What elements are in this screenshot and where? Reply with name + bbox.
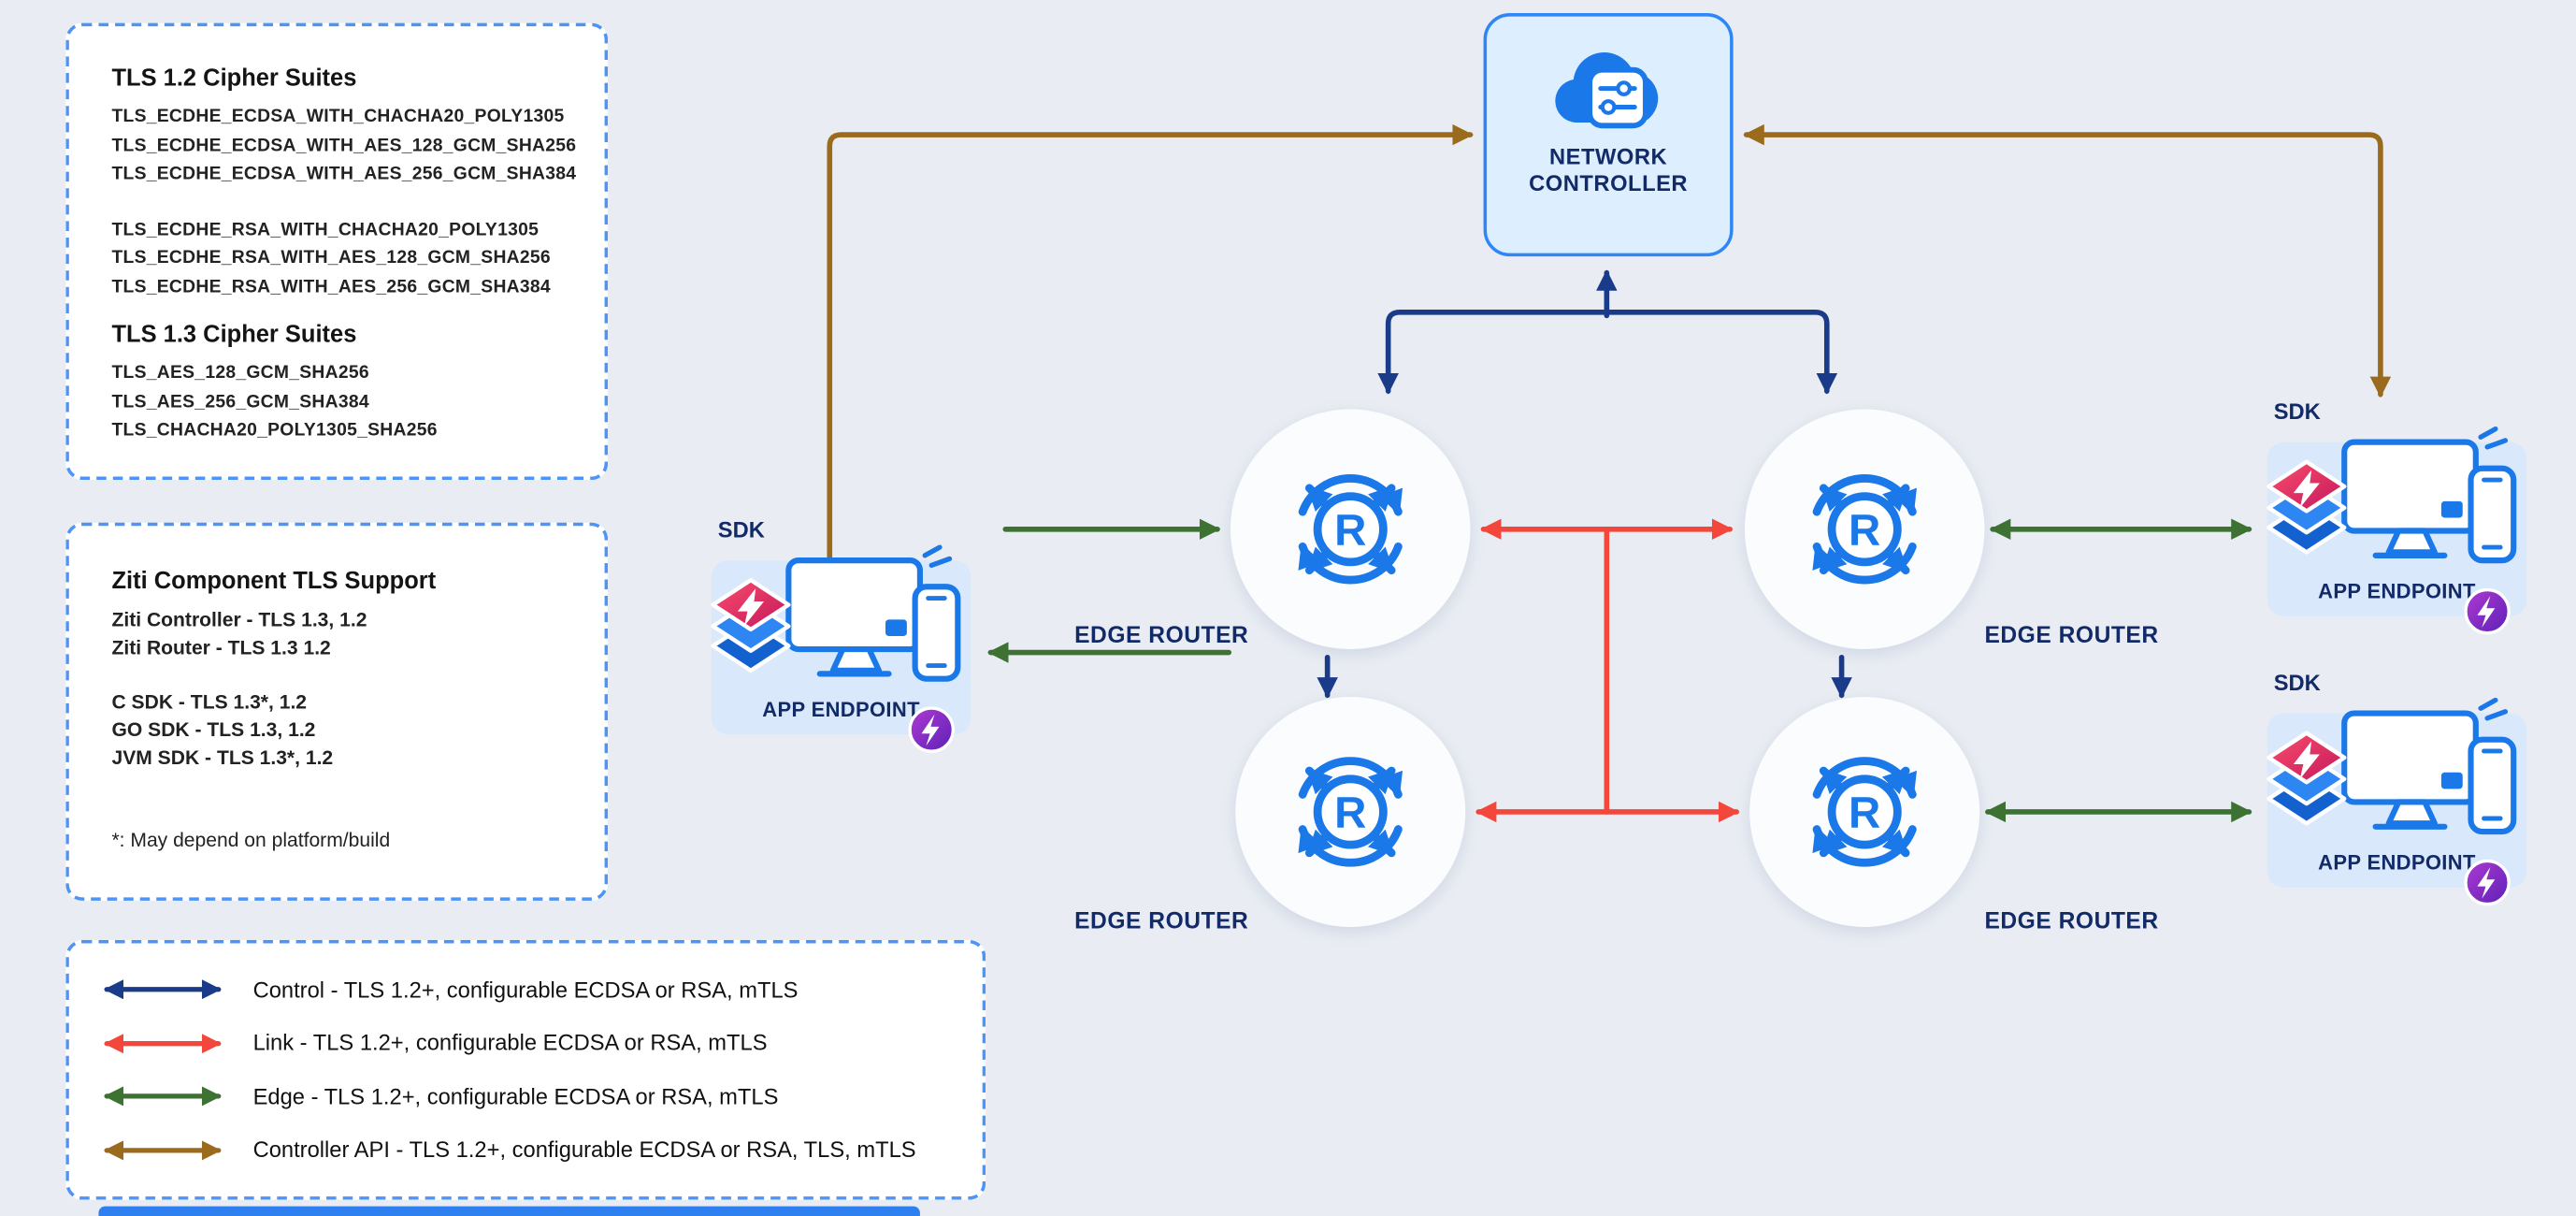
edge-router-label-top-left: EDGE ROUTER bbox=[1074, 621, 1249, 648]
edge-router-label-bottom-right: EDGE ROUTER bbox=[1984, 906, 2159, 934]
cipher-line: TLS_ECDHE_ECDSA_WITH_CHACHA20_POLY1305 bbox=[111, 107, 565, 127]
ziti-badge-icon bbox=[2464, 859, 2511, 906]
phone-icon bbox=[912, 584, 961, 682]
edge-router-bottom-left: R bbox=[1235, 696, 1466, 927]
cipher-line: TLS_AES_256_GCM_SHA384 bbox=[111, 392, 369, 413]
edge-router-label-bottom-left: EDGE ROUTER bbox=[1074, 906, 1249, 934]
legend-item-edge: Edge - TLS 1.2+, configurable ECDSA or R… bbox=[98, 1084, 953, 1109]
legend-panel: Control - TLS 1.2+, configurable ECDSA o… bbox=[65, 940, 986, 1200]
app-endpoint-label: APP ENDPOINT bbox=[2318, 851, 2476, 875]
legend-label: Link - TLS 1.2+, configurable ECDSA or R… bbox=[252, 1031, 768, 1056]
tls12-title: TLS 1.2 Cipher Suites bbox=[111, 65, 357, 93]
cipher-line: TLS_ECDHE_RSA_WITH_CHACHA20_POLY1305 bbox=[111, 219, 540, 239]
controller-api-wire-right bbox=[1743, 123, 2392, 398]
workstation-icon bbox=[2341, 426, 2517, 564]
tls12-cipher-suites-panel: TLS 1.2 Cipher Suites TLS_ECDHE_ECDSA_WI… bbox=[65, 22, 609, 481]
ziti-badge-icon bbox=[2464, 587, 2511, 635]
router-letter: R bbox=[1334, 789, 1366, 838]
component-line: C SDK - TLS 1.3*, 1.2 bbox=[111, 689, 308, 714]
component-line: JVM SDK - TLS 1.3*, 1.2 bbox=[111, 746, 334, 770]
network-controller-label: NETWORK CONTROLLER bbox=[1529, 144, 1689, 196]
cipher-line: TLS_CHACHA20_POLY1305_SHA256 bbox=[111, 420, 438, 441]
bolt-icon bbox=[2477, 596, 2496, 628]
legend-item-control: Control - TLS 1.2+, configurable ECDSA o… bbox=[98, 977, 953, 1002]
bolt-icon bbox=[921, 714, 940, 746]
edge-router-bottom-right: R bbox=[1749, 696, 1980, 927]
bolt-icon bbox=[737, 588, 765, 627]
component-line: Ziti Controller - TLS 1.3, 1.2 bbox=[111, 608, 367, 631]
edge-router-top-left: R bbox=[1230, 409, 1471, 650]
router-icon: R bbox=[1812, 757, 1917, 867]
app-endpoint-left: APP ENDPOINT SDK bbox=[698, 517, 994, 764]
router-letter: R bbox=[1849, 506, 1880, 556]
legend-item-link: Link - TLS 1.2+, configurable ECDSA or R… bbox=[98, 1031, 953, 1055]
app-endpoint-right-top: APP ENDPOINT SDK bbox=[2254, 399, 2550, 646]
components-title: Ziti Component TLS Support bbox=[111, 568, 437, 596]
bolt-icon bbox=[2293, 470, 2320, 508]
legend-label: Controller API - TLS 1.2+, configurable … bbox=[252, 1137, 916, 1163]
app-endpoint-label: APP ENDPOINT bbox=[2318, 580, 2476, 603]
edge-router-top-right: R bbox=[1744, 409, 1985, 650]
bolt-icon bbox=[2293, 741, 2320, 779]
network-controller-node: NETWORK CONTROLLER bbox=[1483, 13, 1734, 257]
sdk-stack-icon bbox=[711, 578, 791, 673]
controller-cloud-icon bbox=[1555, 51, 1659, 129]
workstation-icon bbox=[2341, 697, 2517, 835]
component-line: GO SDK - TLS 1.3, 1.2 bbox=[111, 717, 316, 742]
workstation-icon bbox=[785, 544, 961, 682]
ziti-badge-icon bbox=[908, 706, 955, 753]
sdk-stack-icon bbox=[2267, 459, 2347, 555]
link-arrow-icon bbox=[104, 1033, 222, 1053]
router-icon: R bbox=[1298, 757, 1403, 867]
control-arrow-icon bbox=[104, 979, 222, 1000]
control-bus bbox=[1377, 310, 1838, 395]
component-line: Ziti Router - TLS 1.3 1.2 bbox=[111, 635, 331, 659]
tls13-title: TLS 1.3 Cipher Suites bbox=[111, 322, 357, 349]
phone-icon bbox=[2468, 465, 2517, 564]
signal-icon bbox=[2478, 426, 2509, 450]
cipher-line: TLS_AES_128_GCM_SHA256 bbox=[111, 363, 369, 384]
router-letter: R bbox=[1334, 506, 1366, 556]
phone-icon bbox=[2468, 736, 2517, 835]
controller-api-wire-left bbox=[827, 123, 1474, 582]
sdk-label: SDK bbox=[2273, 398, 2321, 425]
legend-item-controller-api: Controller API - TLS 1.2+, configurable … bbox=[98, 1137, 953, 1163]
sdk-label: SDK bbox=[717, 517, 765, 543]
app-endpoint-right-bottom: APP ENDPOINT SDK bbox=[2254, 671, 2550, 918]
router-icon: R bbox=[1812, 474, 1917, 585]
cipher-line: TLS_ECDHE_ECDSA_WITH_AES_256_GCM_SHA384 bbox=[111, 164, 577, 184]
legend-label: Edge - TLS 1.2+, configurable ECDSA or R… bbox=[252, 1084, 779, 1109]
signal-icon bbox=[2478, 697, 2509, 721]
app-endpoint-label: APP ENDPOINT bbox=[762, 698, 920, 722]
ziti-component-tls-panel: Ziti Component TLS Support Ziti Controll… bbox=[65, 522, 609, 901]
legend-label: Control - TLS 1.2+, configurable ECDSA o… bbox=[252, 977, 799, 1003]
cipher-line: TLS_ECDHE_ECDSA_WITH_AES_128_GCM_SHA256 bbox=[111, 135, 577, 156]
signal-icon bbox=[922, 544, 953, 569]
components-footnote: *: May depend on platform/build bbox=[111, 828, 391, 852]
cipher-line: TLS_ECDHE_RSA_WITH_AES_256_GCM_SHA384 bbox=[111, 277, 551, 297]
controller-api-arrow-icon bbox=[104, 1139, 222, 1161]
sdk-label: SDK bbox=[2273, 670, 2321, 696]
edge-arrow-icon bbox=[104, 1086, 222, 1107]
router-letter: R bbox=[1849, 789, 1880, 838]
router-icon: R bbox=[1298, 474, 1403, 585]
cipher-line: TLS_ECDHE_RSA_WITH_AES_128_GCM_SHA256 bbox=[111, 248, 551, 268]
sdk-stack-icon bbox=[2267, 731, 2347, 826]
edge-router-label-top-right: EDGE ROUTER bbox=[1984, 621, 2159, 648]
bolt-icon bbox=[2477, 867, 2496, 899]
cutoff-element-bar bbox=[98, 1206, 920, 1216]
